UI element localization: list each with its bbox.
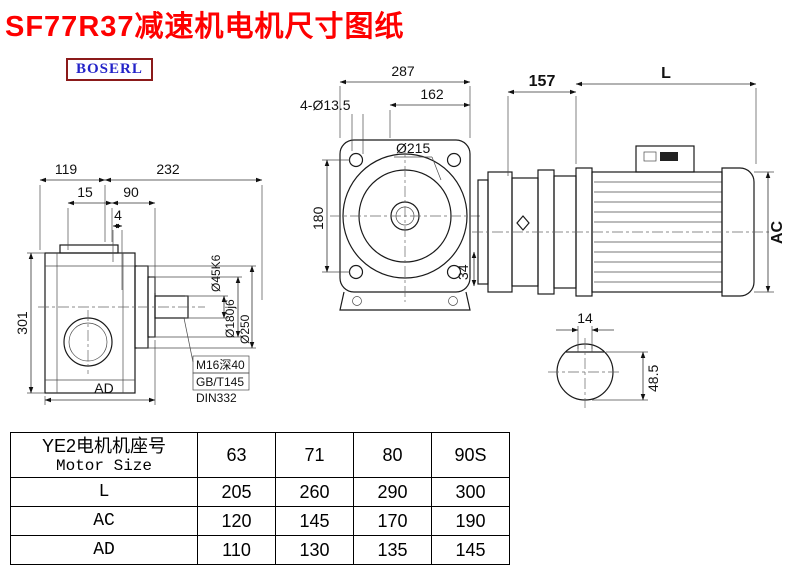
size-col-71: 71 [275, 432, 354, 478]
dim-287: 287 [391, 63, 415, 79]
dim-34: 34 [455, 264, 471, 280]
cell-AD-80: 135 [353, 535, 432, 565]
size-col-80: 80 [353, 432, 432, 478]
row-label-L: L [10, 477, 198, 507]
dim-shaft-diameter: Ø45K6 [209, 254, 223, 292]
motor-size-table: YE2电机机座号 Motor Size 63 71 80 90S L 205 2… [10, 432, 510, 565]
shaft-section-dimensions: 14 48.5 [556, 310, 661, 401]
cell-AC-90S: 190 [431, 506, 510, 536]
cell-AC-63: 120 [197, 506, 276, 536]
dim-157: 157 [529, 73, 556, 90]
boserl-logo: BOSERL [66, 58, 153, 81]
dim-flange-diameter: Ø250 [238, 314, 252, 344]
header-cn: YE2电机机座号 [41, 436, 167, 456]
section-diamond-mark [516, 215, 530, 231]
dim-48-5: 48.5 [645, 365, 661, 392]
dim-232: 232 [156, 161, 180, 177]
note-gbt145: GB/T145 [196, 375, 244, 389]
terminal-box-cover [660, 152, 678, 161]
header-en: Motor Size [55, 457, 152, 475]
table-row-AC: AC 120 145 170 190 [10, 506, 510, 536]
size-col-90S: 90S [431, 432, 510, 478]
cell-AC-71: 145 [275, 506, 354, 536]
motor-view-dimensions: 157 L AC [507, 65, 786, 293]
dim-90: 90 [123, 184, 139, 200]
bolt-hole [446, 152, 462, 168]
table-header-motor-size: YE2电机机座号 Motor Size [10, 432, 198, 478]
dim-AD: AD [94, 380, 113, 396]
dim-bolt-holes: 4-Ø13.5 [300, 97, 351, 113]
table-row-AD: AD 110 130 135 145 [10, 535, 510, 565]
front-view [330, 139, 480, 311]
table-row-L: L 205 260 290 300 [10, 477, 510, 507]
row-label-AD: AD [10, 535, 198, 565]
cell-AD-63: 110 [197, 535, 276, 565]
cell-AD-71: 130 [275, 535, 354, 565]
cell-L-90S: 300 [431, 477, 510, 507]
dim-L: L [661, 65, 671, 82]
dim-AC: AC [769, 220, 786, 244]
bolt-hole [348, 152, 364, 168]
terminal-box [635, 145, 695, 173]
dim-301: 301 [14, 311, 30, 335]
fan-cover [721, 167, 755, 297]
side-view-dimensions: 119 232 15 90 4 301 AD Ø45K6 Ø180j6 Ø250 [14, 161, 263, 405]
dim-15: 15 [77, 184, 93, 200]
note-box-gbt [192, 372, 250, 391]
cell-L-63: 205 [197, 477, 276, 507]
motor-view [472, 145, 770, 297]
page-title: SF77R37减速机电机尺寸图纸 [5, 11, 405, 43]
cell-L-80: 290 [353, 477, 432, 507]
bolt-hole [446, 264, 462, 280]
bolt-hole [348, 264, 364, 280]
housing-foot [339, 291, 471, 311]
dim-215: Ø215 [396, 140, 430, 156]
side-view [38, 244, 205, 394]
cell-AD-90S: 145 [431, 535, 510, 565]
dim-180: 180 [310, 206, 326, 230]
dim-14: 14 [577, 310, 593, 326]
note-m16: M16深40 [196, 358, 245, 372]
housing-top-step [59, 244, 119, 254]
cell-L-71: 260 [275, 477, 354, 507]
row-label-AC: AC [10, 506, 198, 536]
cell-AC-80: 170 [353, 506, 432, 536]
size-col-63: 63 [197, 432, 276, 478]
front-view-dimensions: 287 162 4-Ø13.5 Ø215 180 34 [300, 63, 477, 287]
shaft-section-view [548, 338, 622, 408]
dim-119: 119 [55, 161, 78, 177]
dim-spigot-diameter: Ø180j6 [223, 299, 237, 338]
table-header-row: YE2电机机座号 Motor Size 63 71 80 90S [10, 432, 510, 478]
dim-162: 162 [420, 86, 444, 102]
note-din332: DIN332 [196, 391, 237, 405]
dim-4: 4 [114, 207, 122, 223]
